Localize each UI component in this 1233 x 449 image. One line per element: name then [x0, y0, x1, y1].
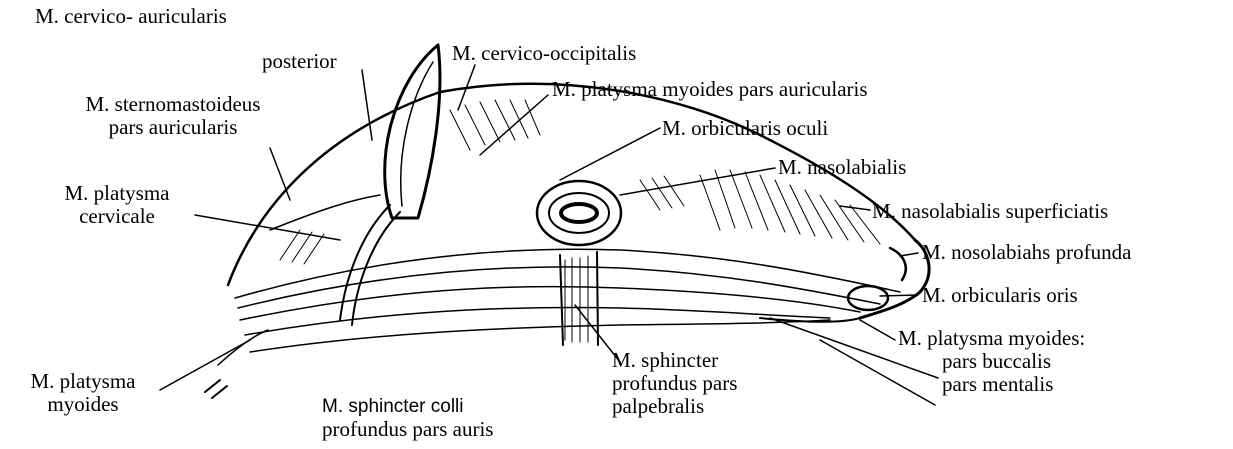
- label-platysma-myoides-left: M. platysma myoides: [8, 370, 158, 416]
- label-posterior: posterior: [262, 50, 337, 73]
- label-platysma-cervicale: M. platysma cervicale: [32, 182, 202, 228]
- label-platysma-myoides-right: M. platysma myoides: pars buccalis pars …: [898, 327, 1085, 396]
- label-nasolabialis-superficiatis: M. nasolabialis superficiatis: [872, 200, 1108, 223]
- lower-neck-stroke: [218, 330, 268, 365]
- leader-platysma-myoides-left: [160, 340, 250, 390]
- nostril: [890, 248, 906, 280]
- label-nasolabialis: M. nasolabialis: [778, 156, 906, 179]
- leader-posterior: [362, 70, 372, 140]
- band-4: [245, 307, 830, 335]
- label-cervico-occipitalis: M. cervico-occipitalis: [452, 42, 636, 65]
- sphincter-palpebral-hatch: [565, 256, 588, 342]
- label-sternomastoideus: M. sternomastoideus pars auricularis: [38, 93, 308, 139]
- label-sphincter-colli: M. sphincter colli profundus pars auris: [322, 395, 493, 441]
- label-orbicularis-oculi: M. orbicularis oculi: [662, 117, 828, 140]
- hatch-neck: [280, 230, 324, 264]
- ear-outline: [385, 45, 440, 218]
- label-cervico-auricularis: M. cervico- auricularis: [35, 5, 227, 28]
- eye-ring-inner: [549, 193, 609, 233]
- band-upper: [235, 249, 900, 298]
- band-5: [250, 320, 830, 352]
- leader-orbicularis-oculi: [560, 128, 660, 180]
- leader-nosolabiahs-profunda: [900, 253, 918, 256]
- leader-platysma-auricularis: [480, 95, 548, 155]
- label-platysma-auricularis: M. platysma myoides pars auricularis: [552, 78, 868, 101]
- label-nosolabiahs-profunda: M. nosolabiahs profunda: [922, 241, 1131, 264]
- leader-orbicularis-oris: [880, 295, 918, 296]
- throat-strokes: [205, 380, 227, 398]
- label-orbicularis-oris: M. orbicularis oris: [922, 284, 1078, 307]
- eye-lid: [561, 204, 597, 222]
- neck-strand-3: [270, 195, 380, 230]
- label-sphincter-palpebralis: M. sphincter profundus pars palpebralis: [612, 349, 737, 418]
- leader-nasolabialis-superficiatis: [840, 206, 870, 210]
- lip-fold: [848, 286, 888, 310]
- neck-crest-outline: [228, 84, 915, 285]
- leader-platysma-cervicale: [195, 215, 340, 240]
- leader-nasolabialis: [620, 168, 775, 195]
- sphincter-palpebral-band: [560, 252, 598, 345]
- leader-sternomastoideus: [270, 148, 290, 200]
- hatch-nose: [640, 176, 684, 210]
- leader-platysma-right: [860, 320, 895, 340]
- neck-strand-1: [340, 205, 390, 320]
